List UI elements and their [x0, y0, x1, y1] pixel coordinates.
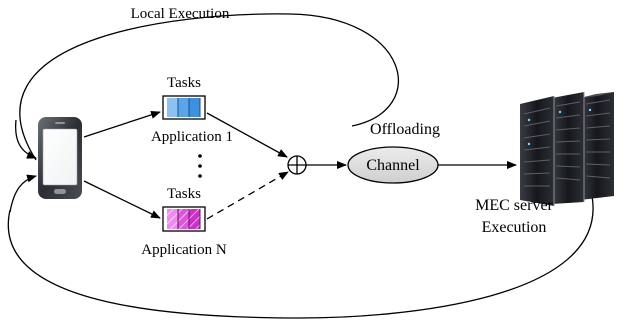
arrow-app1-to-combiner — [206, 112, 288, 158]
task-queue-1 — [162, 95, 206, 120]
offloading-label: Offloading — [370, 121, 440, 138]
channel-node: Channel — [347, 146, 439, 184]
smartphone-icon — [38, 117, 82, 199]
arrow-appn-to-combiner — [206, 171, 289, 220]
ellipsis-dots — [198, 154, 202, 178]
combiner-symbol — [287, 155, 307, 175]
application-n-label: Application N — [141, 242, 227, 258]
task-queue-n — [162, 206, 206, 232]
return-loop — [7, 195, 594, 319]
tasks-1-label: Tasks — [167, 75, 201, 91]
channel-label: Channel — [366, 157, 420, 174]
local-execution-arrow — [14, 119, 37, 159]
arrow-to-application-1 — [83, 111, 161, 138]
local-execution-label: Local Execution — [131, 6, 230, 22]
mec-execution-label: Execution — [482, 219, 547, 236]
return-arrow — [9, 174, 37, 213]
mec-server-label: MEC server — [475, 197, 553, 214]
server-rack-icon — [520, 92, 614, 206]
arrow-to-application-n — [83, 180, 161, 219]
local-execution-loop — [19, 13, 400, 161]
application-1-label: Application 1 — [151, 129, 233, 145]
tasks-n-label: Tasks — [167, 186, 201, 202]
